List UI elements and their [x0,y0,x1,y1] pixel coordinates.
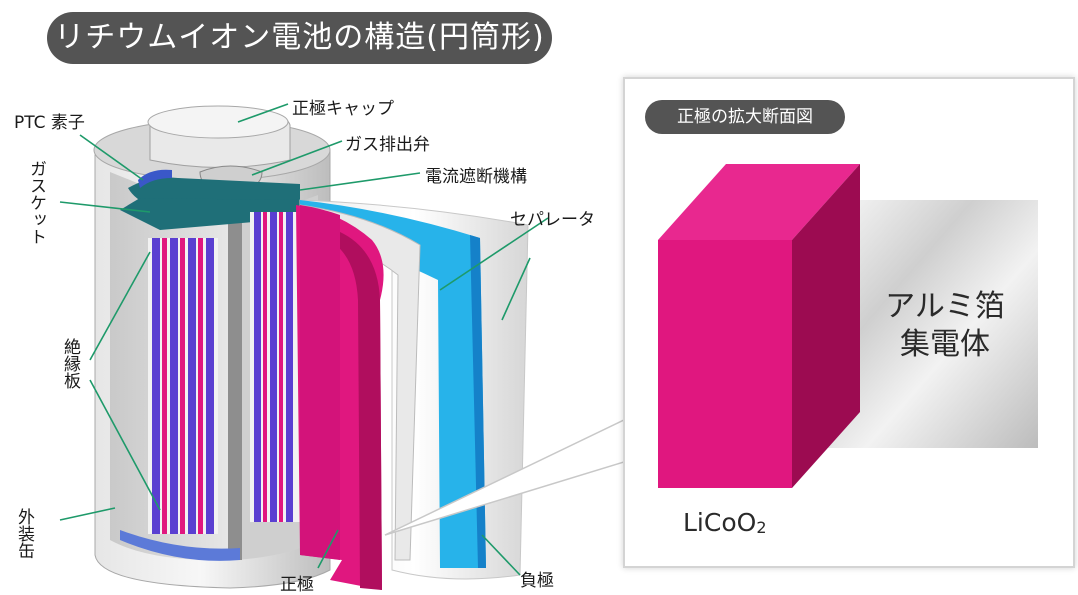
label-gasket: ガスケット [26,160,46,245]
label-separator: セパレータ [510,210,595,230]
left-winding [148,238,218,534]
detail-title: 正極の拡大断面図 [677,107,813,127]
label-negative: 負極 [520,571,554,591]
label-cid: 電流遮断機構 [425,167,527,187]
label-positive: 正極 [280,575,314,595]
label-ptc: PTC 素子 [14,113,85,133]
title-banner: リチウムイオン電池の構造(円筒形) [47,12,552,64]
active-material-sub: 2 [756,518,767,537]
foil-label: アルミ箔 集電体 [870,288,1020,364]
active-material-label: LiCoO2 [683,508,767,537]
label-insulator: 絶縁板 [60,338,80,389]
label-cap: 正極キャップ [292,99,394,119]
foil-label-line2: 集電体 [900,327,990,362]
label-vent: ガス排出弁 [345,135,430,155]
label-can: 外装缶 [14,508,34,559]
detail-title-banner: 正極の拡大断面図 [645,100,845,134]
unrolled-layers [296,199,529,590]
right-winding [250,212,300,522]
cap-assembly [120,105,300,230]
foil-label-line1: アルミ箔 [885,289,1005,324]
active-material-main: LiCoO [683,508,757,537]
title-text: リチウムイオン電池の構造(円筒形) [54,20,545,55]
leader-lines [59,103,549,576]
